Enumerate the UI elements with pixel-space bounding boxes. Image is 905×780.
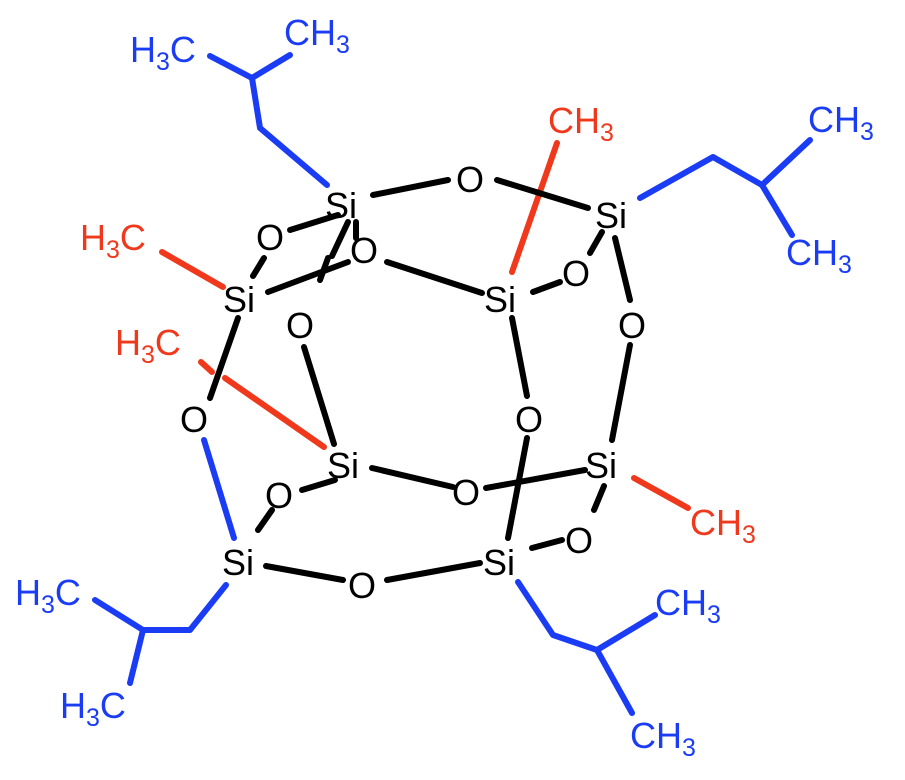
silicon-atom: Si bbox=[483, 542, 515, 583]
cage-atoms: Si Si Si Si Si Si Si Si O O O O O O O O … bbox=[180, 159, 646, 606]
methyl-label: CH3 bbox=[655, 582, 721, 629]
methyl-right-bond bbox=[631, 475, 691, 511]
methyl-label: CH3 bbox=[690, 502, 756, 549]
oxygen-atom: O bbox=[456, 159, 484, 200]
bond-o-si-bottom-left bbox=[201, 437, 237, 541]
oxygen-atom: O bbox=[265, 475, 293, 516]
isobutyl-bottom-right-chain bbox=[515, 579, 658, 653]
oxygen-atom: O bbox=[515, 399, 543, 440]
isobutyl-bottom-left-chain bbox=[92, 582, 229, 633]
oxygen-atom: O bbox=[348, 565, 376, 606]
methyl-label: CH3 bbox=[808, 99, 874, 146]
methyl-label: CH3 bbox=[786, 232, 852, 279]
isobutyl-bottom-right-branch bbox=[594, 647, 635, 716]
oxygen-atom: O bbox=[562, 253, 590, 294]
methyl-label: CH3 bbox=[284, 12, 350, 59]
silicon-atom: Si bbox=[585, 445, 617, 486]
isobutyl-top-left-branch bbox=[207, 53, 255, 81]
methyl-left-lower-bond-long bbox=[222, 375, 327, 450]
methyl-labels: CH3 H3C H3C CH3 bbox=[80, 100, 756, 549]
silicon-atom: Si bbox=[223, 279, 255, 320]
isobutyl-bottom-left-branch bbox=[127, 627, 146, 686]
silicon-atom: Si bbox=[484, 279, 516, 320]
isobutyl-top-right-chain bbox=[637, 137, 813, 201]
methyl-label: CH3 bbox=[548, 100, 614, 147]
methyl-bonds bbox=[159, 140, 691, 511]
methyl-left-lower-bond bbox=[198, 359, 215, 375]
isobutyl-bonds bbox=[92, 52, 813, 716]
methyl-left-upper-bond bbox=[159, 249, 226, 290]
isobutyl-top-right-branch bbox=[759, 182, 795, 238]
oxygen-atom: O bbox=[350, 230, 378, 271]
methyl-label: H3C bbox=[80, 217, 146, 264]
methyl-label: H3C bbox=[115, 322, 181, 369]
isobutyl-labels: H3C CH3 CH3 CH3 H3C H3C CH3 CH3 bbox=[15, 12, 874, 762]
oxygen-atom: O bbox=[256, 217, 284, 258]
methyl-label: H3C bbox=[130, 29, 196, 76]
silicon-atom: Si bbox=[595, 195, 627, 236]
methyl-label: H3C bbox=[60, 685, 126, 732]
silicon-atom: Si bbox=[327, 445, 359, 486]
methyl-label: H3C bbox=[15, 572, 81, 619]
methyl-top-bond bbox=[509, 140, 560, 275]
isobutyl-top-left-chain bbox=[249, 52, 330, 188]
oxygen-atom: O bbox=[618, 305, 646, 346]
oxygen-atom: O bbox=[565, 520, 593, 561]
methyl-label: CH3 bbox=[630, 715, 696, 762]
cage-bonds bbox=[207, 177, 633, 583]
silicon-atom: Si bbox=[222, 542, 254, 583]
oxygen-atom: O bbox=[180, 399, 208, 440]
oxygen-atom: O bbox=[452, 472, 480, 513]
oxygen-atom: O bbox=[286, 305, 314, 346]
silicon-atom: Si bbox=[325, 185, 357, 226]
